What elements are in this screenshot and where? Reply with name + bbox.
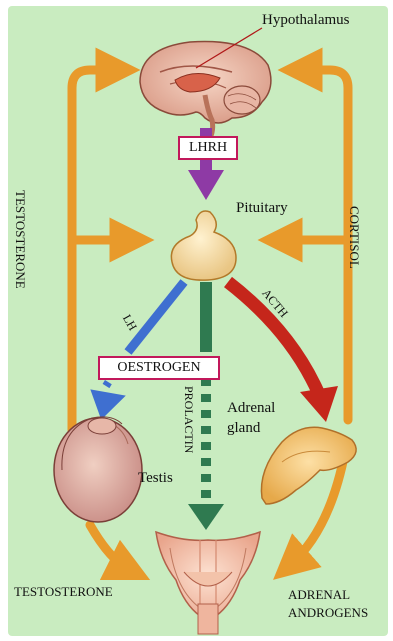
prolactin-label: PROLACTIN	[181, 386, 196, 453]
testosterone-bottom-label: TESTOSTERONE	[14, 584, 113, 600]
cortisol-side-label: CORTISOL	[346, 206, 362, 269]
lhrh-label: LHRH	[178, 136, 238, 160]
oestrogen-label: OESTROGEN	[98, 356, 220, 380]
hypothalamus-label: Hypothalamus	[262, 12, 350, 29]
testis-illustration	[54, 417, 142, 522]
adrenal-gland-label: Adrenal gland	[227, 398, 275, 438]
pituitary-label: Pituitary	[236, 200, 288, 217]
testosterone-side-label: TESTOSTERONE	[12, 190, 28, 289]
adrenal-androgens-label: ADRENAL ANDROGENS	[288, 586, 368, 622]
testis-label: Testis	[138, 470, 173, 487]
